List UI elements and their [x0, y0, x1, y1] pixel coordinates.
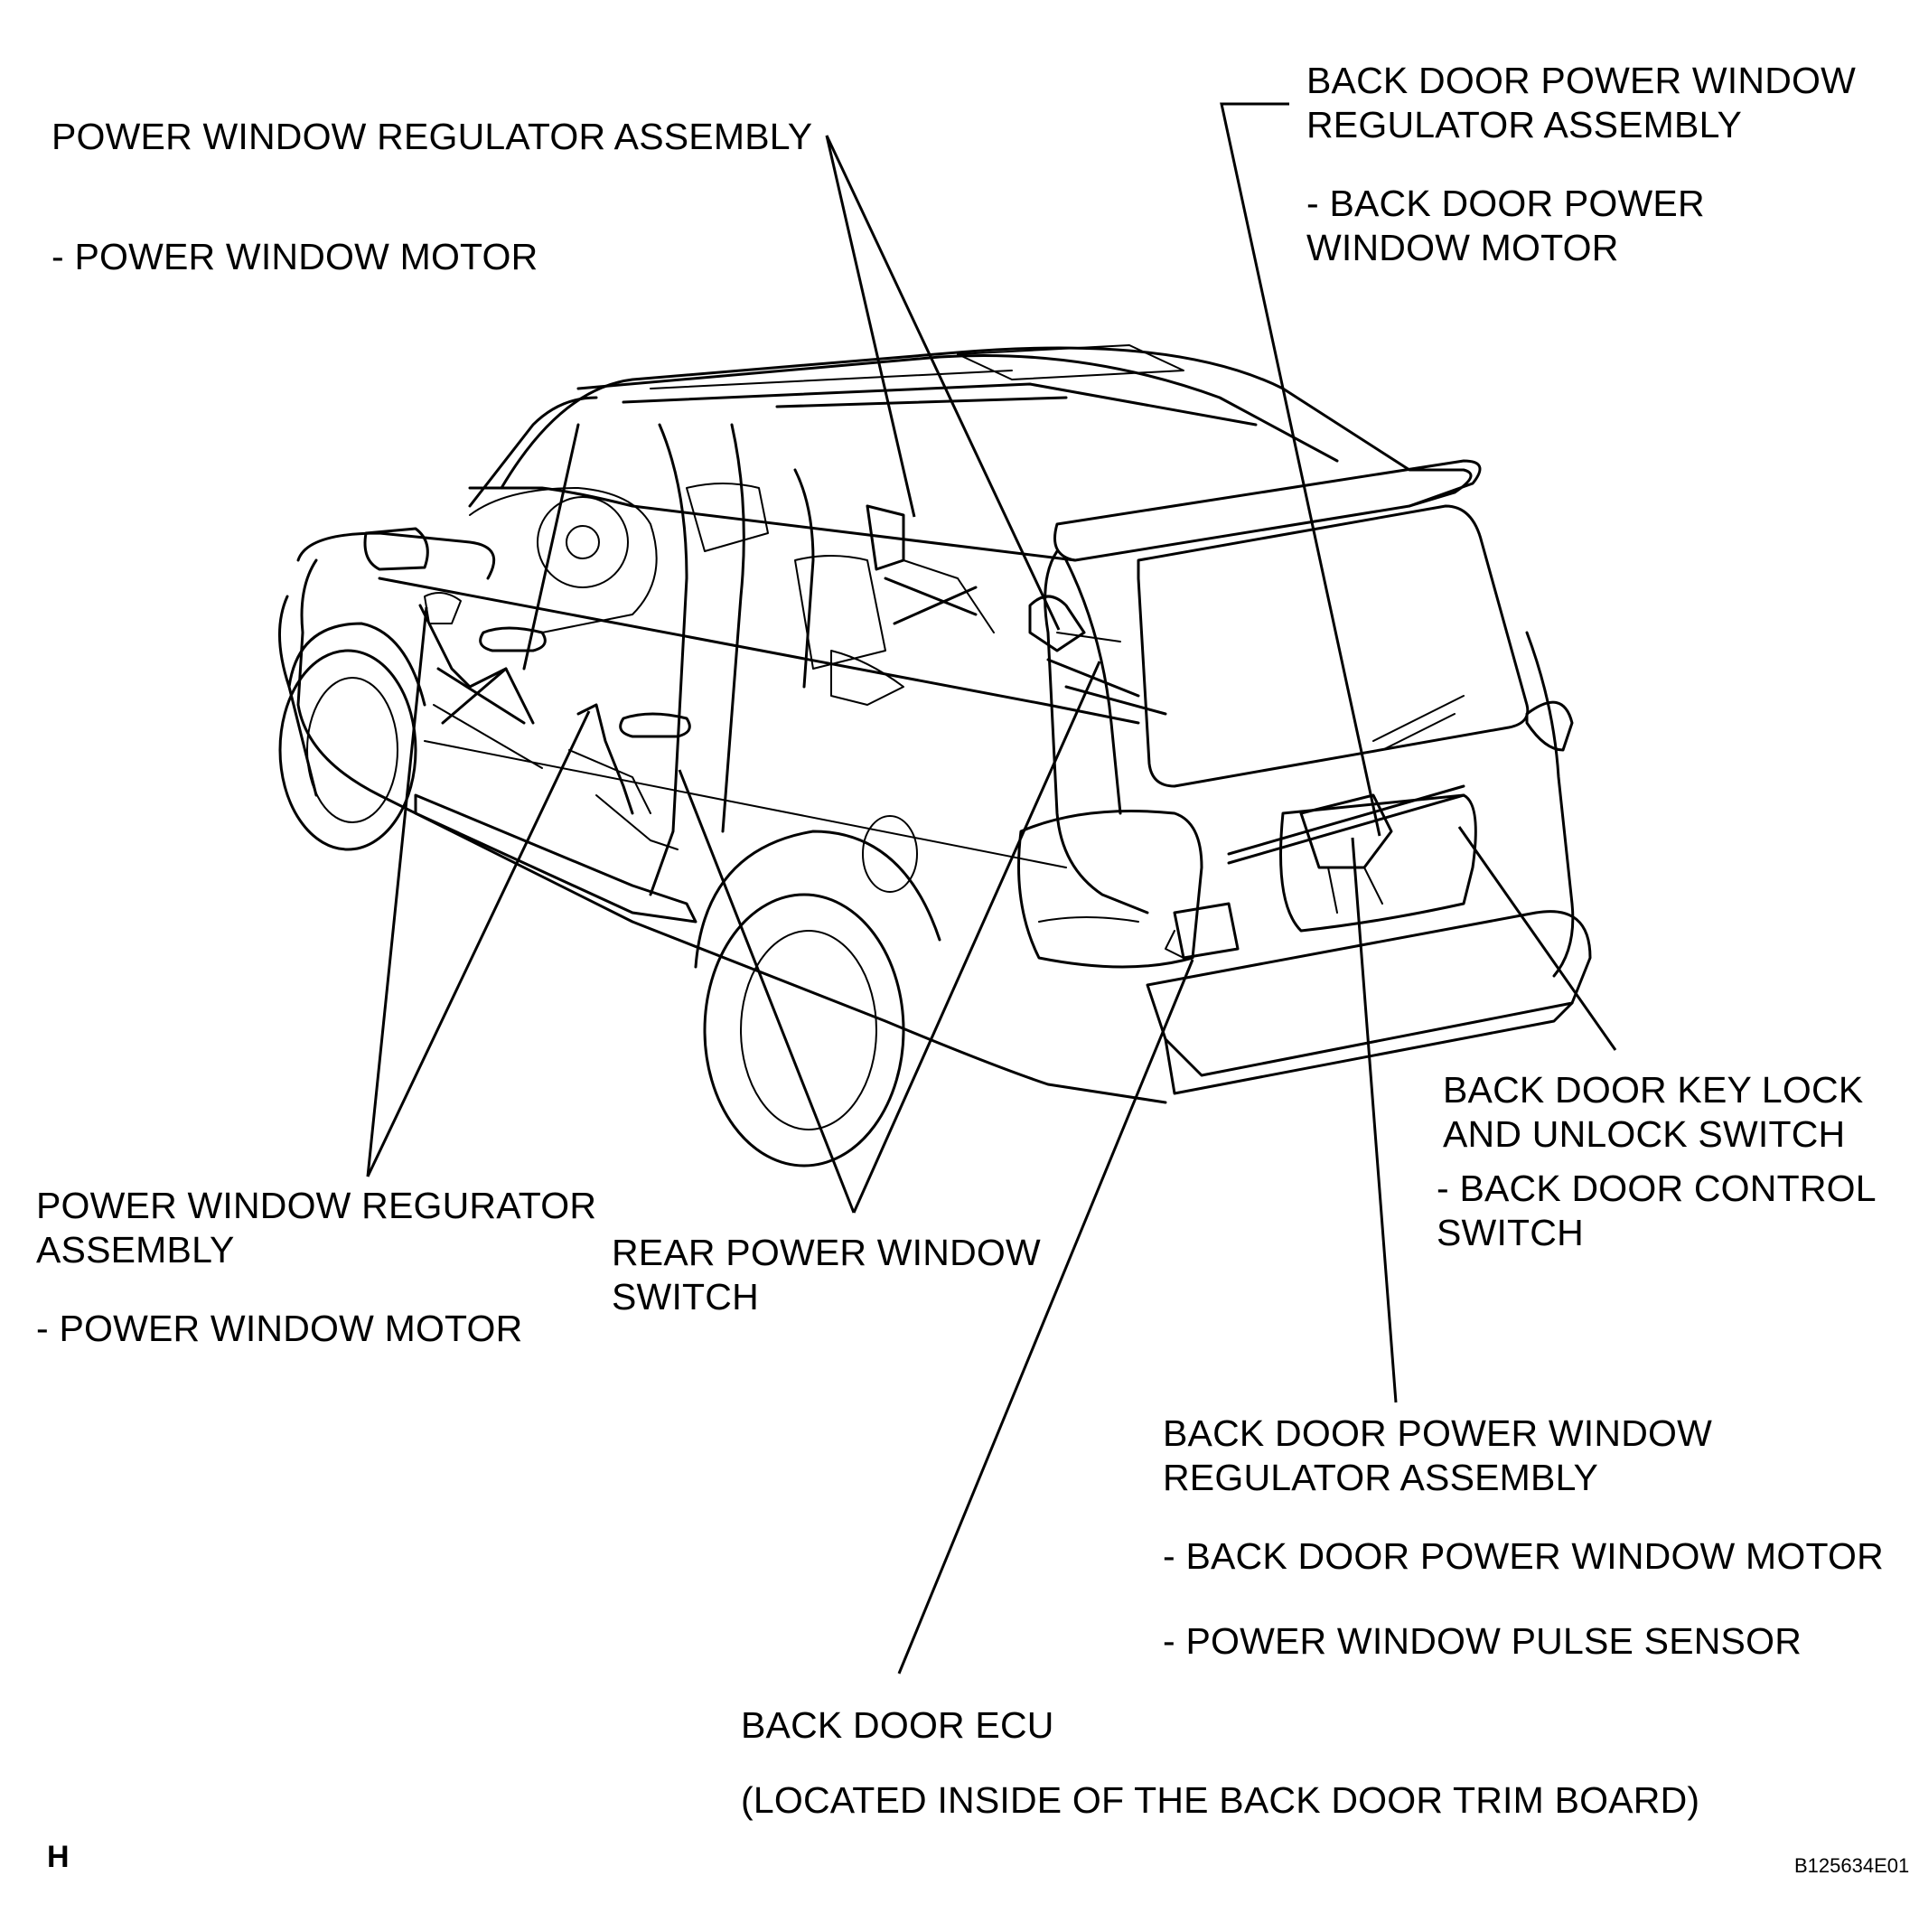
figure-id: B125634E01 [1794, 1854, 1910, 1877]
rear-regulator-title-2: ASSEMBLY [36, 1229, 235, 1271]
front-regulator-motor: - POWER WINDOW MOTOR [51, 236, 538, 277]
key-lock-switch-sub-1: - BACK DOOR CONTROL [1437, 1168, 1877, 1209]
back-door-regulator-bottom-title-2: REGULATOR ASSEMBLY [1163, 1457, 1599, 1498]
rear-switch-title-2: SWITCH [612, 1276, 759, 1318]
back-door-regulator-bottom-label: BACK DOOR POWER WINDOW REGULATOR ASSEMBL… [1163, 1411, 1884, 1664]
front-regulator-title: POWER WINDOW REGULATOR ASSEMBLY [51, 116, 813, 157]
back-door-regulator-top-title-1: BACK DOOR POWER WINDOW [1306, 60, 1857, 101]
front-regulator-label: POWER WINDOW REGULATOR ASSEMBLY - POWER … [51, 115, 812, 279]
back-door-regulator-top-label: BACK DOOR POWER WINDOW REGULATOR ASSEMBL… [1306, 59, 1856, 270]
rear-door-regulator-component [568, 703, 679, 850]
key-lock-switch-title-2: AND UNLOCK SWITCH [1443, 1113, 1846, 1155]
key-lock-switch-sub-2: SWITCH [1437, 1212, 1584, 1253]
front-regulator-component [418, 592, 543, 769]
rear-regulator-label: POWER WINDOW REGURATOR ASSEMBLY - POWER … [36, 1184, 596, 1351]
back-door-regulator-bottom-sub-2: - POWER WINDOW PULSE SENSOR [1163, 1620, 1802, 1662]
rear-regulator-title-1: POWER WINDOW REGURATOR [36, 1185, 597, 1226]
back-door-regulator-bottom-title-1: BACK DOOR POWER WINDOW [1163, 1412, 1713, 1454]
back-door-regulator-component [1227, 784, 1465, 914]
back-door-ecu-title: BACK DOOR ECU [741, 1704, 1054, 1746]
key-lock-switch-label: BACK DOOR KEY LOCK AND UNLOCK SWITCH - B… [1437, 1068, 1877, 1255]
key-lock-switch-title-1: BACK DOOR KEY LOCK [1443, 1069, 1864, 1111]
back-door-regulator-bottom-sub-1: - BACK DOOR POWER WINDOW MOTOR [1163, 1535, 1884, 1577]
back-door-ecu-location: (LOCATED INSIDE OF THE BACK DOOR TRIM BO… [741, 1779, 1700, 1821]
corner-mark: H [47, 1840, 70, 1874]
back-door-regulator-top-sub-1: - BACK DOOR POWER [1306, 183, 1705, 224]
rear-quarter-regulator-component [866, 504, 995, 633]
leader-lines [366, 102, 1617, 1674]
rear-switch-label: REAR POWER WINDOW SWITCH [612, 1231, 1041, 1319]
back-door-ecu-label: BACK DOOR ECU (LOCATED INSIDE OF THE BAC… [741, 1703, 1699, 1823]
back-door-regulator-top-sub-2: WINDOW MOTOR [1306, 227, 1619, 268]
back-door-ecu-component [1165, 902, 1240, 960]
vehicle-body [277, 344, 1592, 1168]
rear-regulator-motor: - POWER WINDOW MOTOR [36, 1308, 523, 1349]
rear-switch-title-1: REAR POWER WINDOW [612, 1232, 1041, 1273]
back-door-regulator-top-title-2: REGULATOR ASSEMBLY [1306, 104, 1743, 145]
